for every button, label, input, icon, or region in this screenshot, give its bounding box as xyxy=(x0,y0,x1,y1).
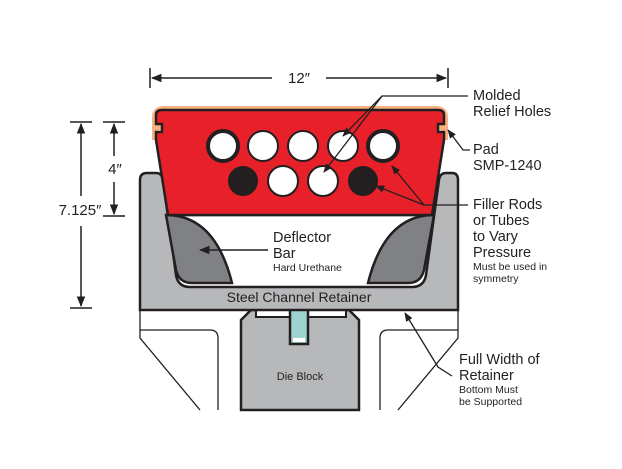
pad-label-1: Pad xyxy=(473,142,499,158)
filler-rod xyxy=(348,166,378,196)
filler-rods-note-2: symmetry xyxy=(473,273,519,285)
relief-hole xyxy=(206,129,240,163)
full-width-label-1: Full Width of xyxy=(459,352,541,368)
relief-hole xyxy=(366,129,400,163)
relief-hole xyxy=(247,130,279,162)
deflector-bar-label-2: Bar xyxy=(273,246,296,262)
relief-hole xyxy=(307,165,339,197)
die-block: Die Block xyxy=(239,304,361,412)
callout-full-width: Full Width of Retainer Bottom Must be Su… xyxy=(404,312,541,408)
deflector-bar-label-1: Deflector xyxy=(273,230,331,246)
deflector-bar: Deflector Bar Hard Urethane xyxy=(164,213,436,285)
relief-hole xyxy=(267,165,299,197)
callout-molded-relief-holes: Molded Relief Holes xyxy=(323,88,551,173)
full-width-note-1: Bottom Must xyxy=(459,384,518,396)
steel-channel-retainer-label: Steel Channel Retainer xyxy=(227,289,372,305)
die-block-label: Die Block xyxy=(277,371,324,383)
callout-filler-rods: Filler Rods or Tubes to Vary Pressure Mu… xyxy=(375,165,547,285)
full-width-note-2: be Supported xyxy=(459,396,522,408)
deflector-bar-note: Hard Urethane xyxy=(273,262,342,274)
support-frame xyxy=(139,310,459,411)
total-height-label: 7.125″ xyxy=(59,202,103,219)
filler-rods-label-2: or Tubes xyxy=(473,213,529,229)
relief-holes xyxy=(206,129,400,197)
filler-rods-label-1: Filler Rods xyxy=(473,197,542,213)
width-label: 12″ xyxy=(288,70,311,87)
filler-rods-label-3: to Vary xyxy=(473,229,519,245)
pad-label-2: SMP-1240 xyxy=(473,158,542,174)
filler-rods-note-1: Must be used in xyxy=(473,261,547,273)
filler-rod xyxy=(228,166,258,196)
molded-relief-holes-label-2: Relief Holes xyxy=(473,104,551,120)
width-dimension: 12″ xyxy=(149,68,449,88)
relief-hole xyxy=(287,130,319,162)
filler-rods-label-4: Pressure xyxy=(473,245,531,261)
pad-height-label: 4″ xyxy=(108,161,122,178)
molded-relief-holes-label-1: Molded xyxy=(473,88,521,104)
full-width-label-2: Retainer xyxy=(459,368,514,384)
callout-pad: Pad SMP-1240 xyxy=(447,129,542,174)
steel-channel-retainer: Steel Channel Retainer xyxy=(138,171,460,312)
height-dimension: 7.125″ 4″ xyxy=(59,121,125,309)
pad xyxy=(152,106,448,217)
